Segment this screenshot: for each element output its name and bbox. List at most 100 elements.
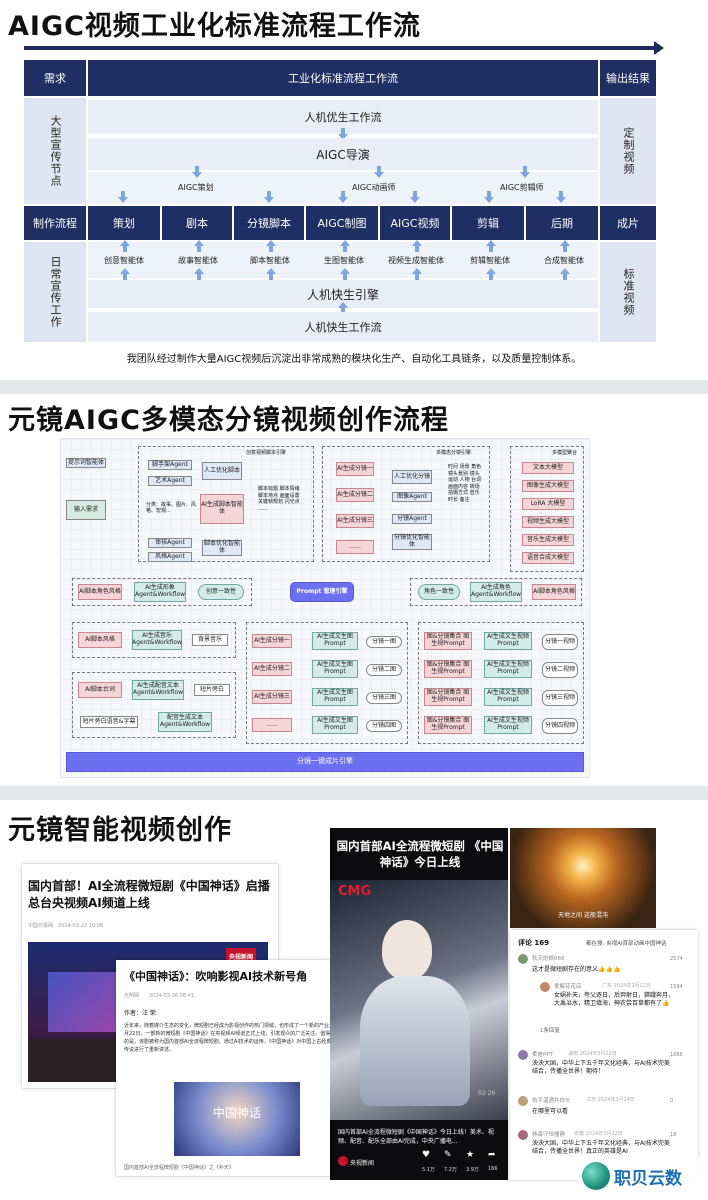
brand-logo: 职贝云数 [578,1158,704,1194]
arrow-up [338,302,348,314]
gen-shot-2: AI生成分镜二 [252,662,292,676]
comment-likes: 1886 [670,1052,683,1058]
agent-shot: 分镜Agent [392,514,432,524]
model-video: 视频生成大模型 [522,516,574,528]
shot-vid-1: 分镜一视频 [542,634,578,650]
video-gen-group [418,622,584,744]
model-aggregation-label: 多模型聚合 [552,450,578,456]
script-attributes: 脚本标题 脚本情绪 脚本地点 画面设置 关键帧规划 闪光点 …… [258,486,300,512]
agent-video: 视频生成智能体 [388,256,444,265]
shot-attributes: 时间 场景 角色 镜头景别 镜头运动 人物 台词 画面内容 转场 拍摄方式 音乐… [448,464,482,503]
timeline-arrow [24,41,664,55]
img-prompt-4: AI生成文生图 Prompt [312,716,358,734]
divider [0,380,708,394]
shot-vid-3: 分镜三视频 [542,690,578,706]
agent-style: 风格Agent [148,552,192,562]
stage-script: 剧本 [162,206,232,240]
news2-meta: 光明网 2024-03-26 08:41 [124,993,195,999]
character-face [382,920,432,980]
shot-img-4: 分镜四图 [366,720,402,732]
stage-post: 后期 [526,206,598,240]
video-subtitle: 天地之间 这般混沌 [558,912,608,919]
music-group [72,622,236,658]
agent-review: 审核Agent [148,538,192,548]
voice-group [72,672,236,738]
section1-caption: 我团队经过制作大量AIGC视频后沉淀出非常成熟的模块化生产、自动化工具链条，以及… [126,354,582,365]
share-icon[interactable]: ➦ [488,1150,496,1160]
prompt-engine: Prompt 管理引擎 [290,582,354,602]
ai-gen-role: AI生成角色 Agent&Workflow [470,582,522,602]
avatar [338,1156,348,1166]
gen-shot-3: AI生成分镜三 [252,690,292,704]
comment-text: 这才是微短剧存在的意义👍👍👍 [532,966,621,973]
stat-likes: 5.1万 [422,1167,435,1173]
arrow-up [120,240,130,252]
arrow-down [410,191,420,203]
one-click-engine: 分镜一键成片引擎 [66,752,584,772]
ai-script-agent: AI生成脚本智能体 [200,494,244,524]
agent-script: 脚本智能体 [250,256,290,265]
model-voice: 语音合成大模型 [522,552,574,564]
news2-author: 作者：汪 荣 [124,1010,156,1017]
section3-title: 元镜智能视频创作 [8,815,232,846]
comment-name: 柔是PPT [532,1052,553,1058]
agent-aigc-planner: AIGC策划 [178,183,214,192]
model-text: 文本大模型 [522,462,574,474]
star-icon[interactable]: ★ [466,1150,475,1160]
section2-title: 元镜AIGC多模态分镜视频创作流程 [8,405,449,436]
like-icon[interactable]: ♥ [422,1150,431,1160]
agent-image-2: 图像Agent [392,492,432,502]
arrow-up [266,240,276,252]
arrow-up [486,240,496,252]
phone-video[interactable]: 国内首部AI全流程微短剧 《中国神话》今日上线 CMG 02:26 国内首部AI… [330,828,508,1180]
img-prompt-1: AI生成文生图 Prompt [312,632,358,650]
vid-gen-4: AI生成文生视频 Prompt [484,716,532,734]
arrow-up [194,268,204,280]
vid-gen-1: AI生成文生视频 Prompt [484,632,532,650]
avatar [540,982,550,992]
comments-search-link[interactable]: 都在搜: 央视AI首部动画中国神话 [586,941,667,947]
arrow-down [556,191,566,203]
arrow-up [560,240,570,252]
human-optimize-shot: 人工优化分镜 [392,470,432,484]
news2-image-title: 中国神话 [212,1106,261,1120]
creative-consistency: 创意一致性 [198,584,244,600]
narration-voice-sub: 短片旁白语音&字幕 [80,716,138,728]
news2-body: 近年来，随着媒介生态的变化，微短剧已经成为影视创作的热门领域，也形成了一个新的产… [124,1023,342,1053]
dub-gen-text: 配音生成文本 Agent&Workflow [158,712,212,732]
shot-vid-2: 分镜二视频 [542,662,578,678]
arrow-down [192,166,202,178]
consistency-left-group [72,578,252,606]
more-replies[interactable]: 1条回复 [540,1028,560,1034]
comment-meta: 江苏 2024年3月24日 [586,1097,635,1103]
script-optimize-agent: 脚本优化智能体 [202,540,242,556]
comment-name: 执手温酒共白头 [532,1098,571,1104]
img-prompt-2: AI生成文生图 Prompt [312,660,358,678]
arrow-up [412,268,422,280]
video-frame [330,880,508,1120]
script-fields: 分类：故事、图片、风格、宏观... [146,502,197,514]
ai-shot-2: AI生成分镜二 [336,488,374,502]
image-gen-group [246,622,408,744]
comment-likes: 18 [670,1132,677,1138]
comment-name: 秋天的枫666 [532,956,565,962]
ai-script-role-style-2: AI脚本角色风格 [532,584,576,600]
comments-panel[interactable]: 评论 169 都在搜: 央视AI首部动画中国神话 秋天的枫666 这才是微短剧存… [510,930,698,1180]
agent-aigc-animator: AIGC动画师 [352,183,396,192]
comment-likes: 0 [670,1098,674,1104]
stage-aigc-image: AIGC制图 [306,206,378,240]
input-demand: 输入需求 [66,500,106,520]
comment-meta: 湖南 2024年3月22日 [568,1051,617,1057]
news-card-2[interactable]: 《中国神话》：吹响影视AI技术新号角 光明网 2024-03-26 08:41 … [116,960,350,1176]
arrow-up [340,240,350,252]
row-label-production: 制作流程 [24,206,86,240]
ai-shot-more: …… [336,540,374,554]
arrow-up [266,268,276,280]
cmg-logo: CMG [338,884,372,899]
arrow-down [484,191,494,203]
comment-icon[interactable]: ✎ [444,1150,452,1160]
agent-art: 艺术Agent [148,476,192,486]
vid-prompt-2: 图&分镜集合 图生视Prompt [424,660,472,678]
comment-likes: 1594 [670,984,683,990]
vid-prompt-4: 图&分镜集合 图生视Prompt [424,716,472,734]
